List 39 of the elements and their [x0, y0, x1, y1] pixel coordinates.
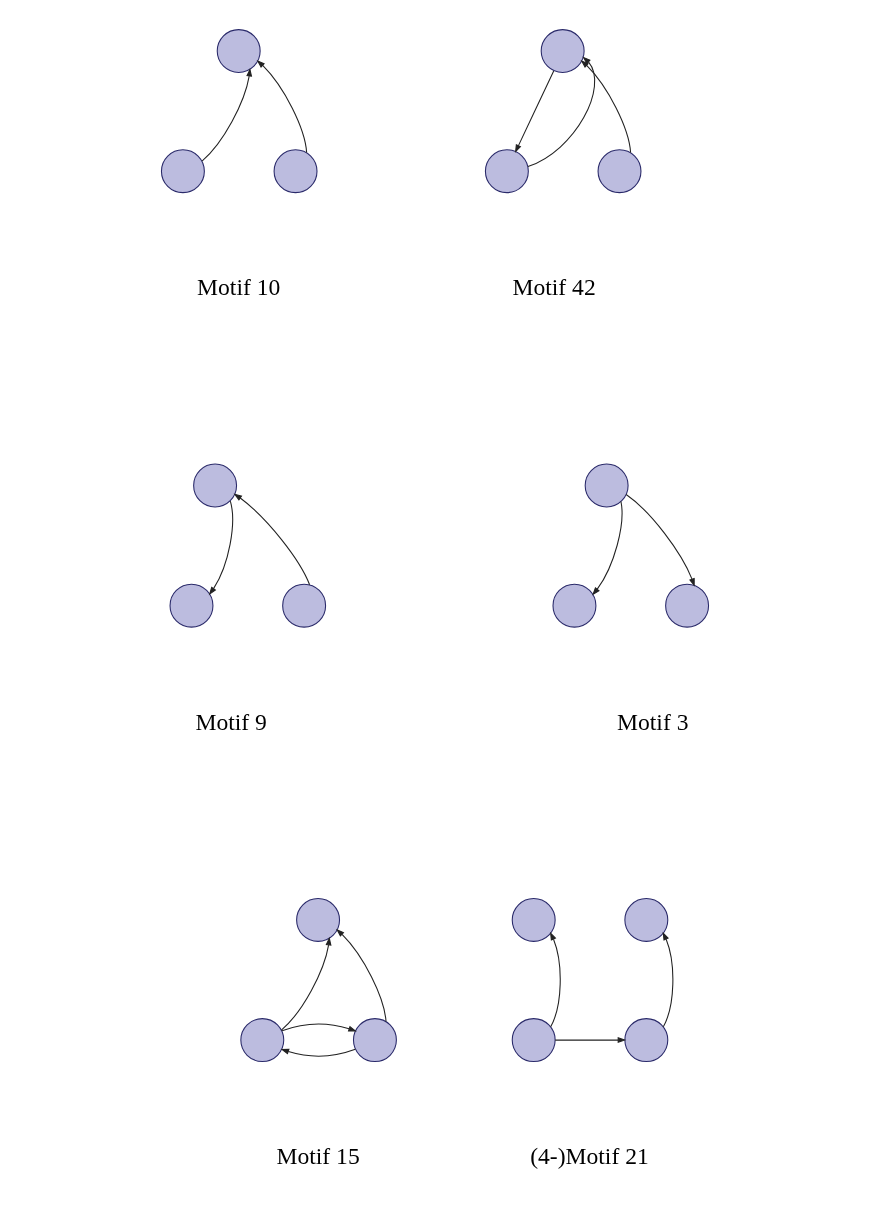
label: Motif 15: [275, 1143, 360, 1170]
arrow: [281, 1023, 357, 1032]
arrow: [625, 493, 695, 587]
arrow: [280, 936, 332, 1031]
arrow: [256, 59, 307, 154]
node-circle: [192, 463, 237, 508]
node-circle: [281, 583, 326, 628]
node-circle: [169, 583, 213, 628]
arrow: [554, 1037, 626, 1044]
label: Motif 9: [194, 708, 267, 735]
arrow: [514, 70, 554, 154]
arrow: [280, 1048, 356, 1057]
arrow: [526, 56, 595, 168]
node-circle: [623, 1018, 668, 1063]
node-circle: [160, 149, 205, 194]
node-circle: [664, 583, 709, 628]
arrow: [233, 493, 310, 586]
node-circle: [352, 1018, 397, 1063]
node-circle: [540, 29, 585, 74]
node-circle: [551, 583, 596, 628]
arrow: [549, 931, 561, 1028]
node-circle: [239, 1018, 284, 1063]
label: Motif 3: [616, 708, 688, 735]
node-circle: [295, 897, 340, 942]
node-circle: [597, 149, 641, 194]
arrow: [201, 67, 252, 162]
node-circle: [511, 1018, 556, 1063]
node-circle: [584, 463, 629, 508]
label: (4-)Motif 21: [529, 1143, 649, 1170]
label: Motif 42: [511, 274, 596, 301]
arrow: [662, 931, 673, 1028]
arrow: [335, 928, 387, 1022]
node-circle: [216, 29, 261, 74]
arrow: [580, 59, 631, 154]
label: Motif 10: [196, 274, 280, 301]
node-circle: [273, 149, 318, 194]
arrow: [208, 500, 233, 596]
node-circle: [484, 149, 529, 194]
arrow: [591, 501, 623, 596]
